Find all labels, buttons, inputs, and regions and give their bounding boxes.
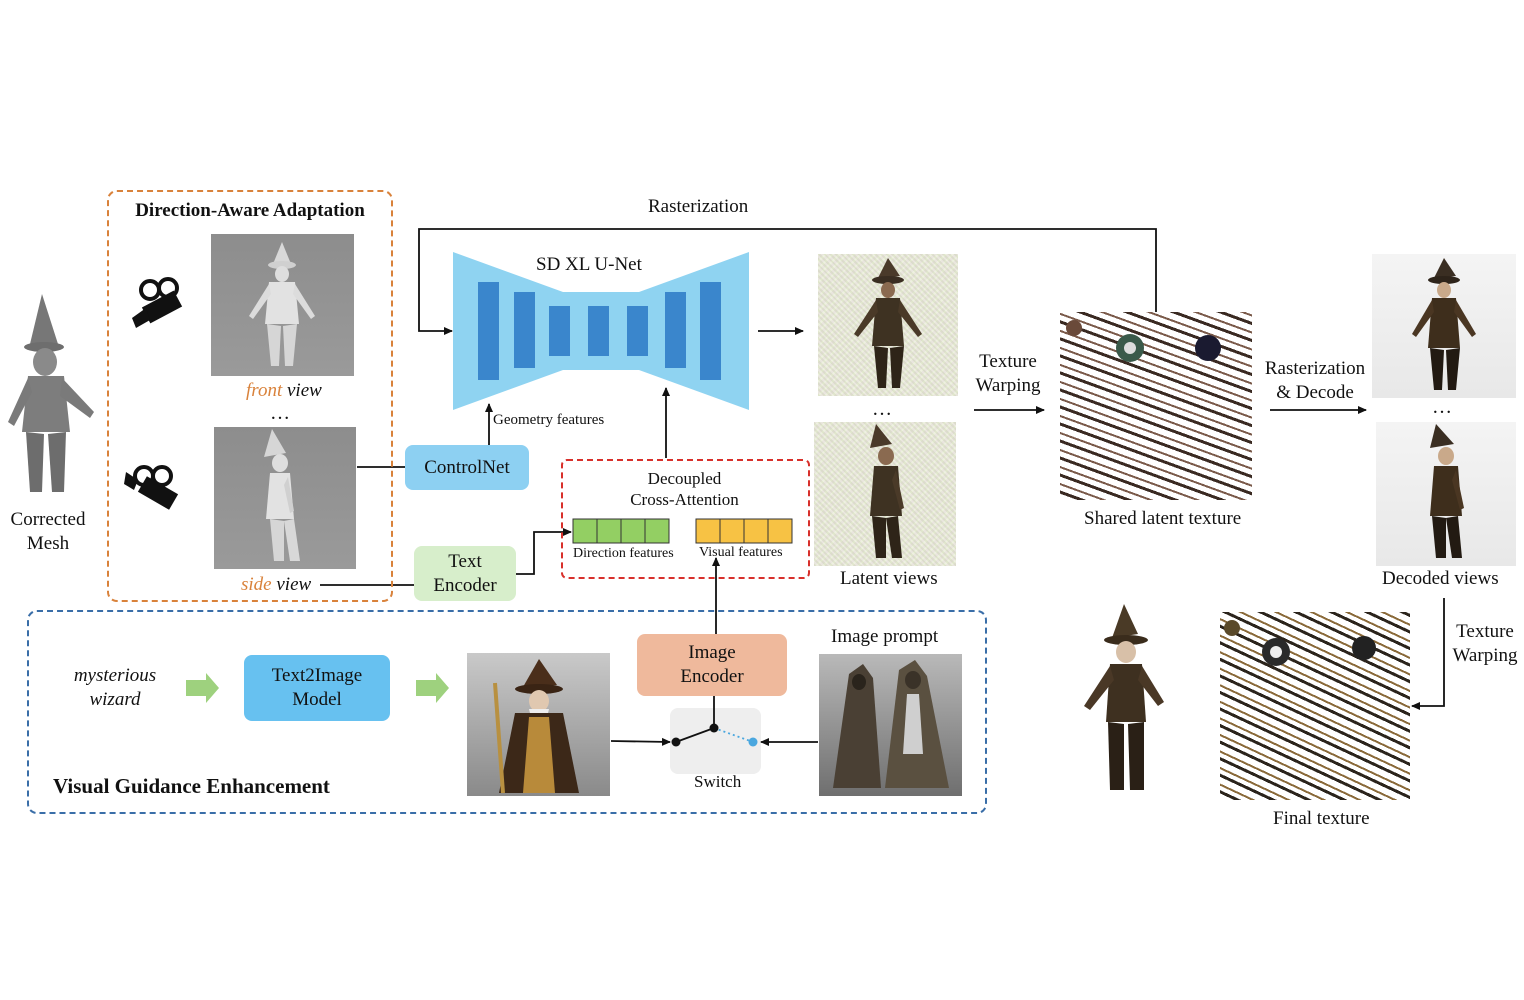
geometry-features-label: Geometry features — [493, 412, 605, 428]
text-encoder-label: Text Encoder — [433, 550, 497, 596]
rasterization-top-label: Rasterization — [648, 196, 749, 217]
latent-view-side — [814, 422, 956, 566]
sdxl-unet — [453, 252, 749, 410]
side-depth-image — [214, 427, 356, 569]
controlnet-label: ControlNet — [424, 456, 510, 478]
view-word: view — [282, 380, 322, 401]
visual-features-label: Visual features — [699, 545, 783, 560]
decoded-view-front — [1372, 254, 1516, 398]
view-word-2: view — [271, 574, 312, 595]
texture-warping-label-2: Texture Warping — [1452, 621, 1518, 666]
corrected-mesh-label: Corrected Mesh — [10, 509, 86, 554]
side-view-label: side view — [241, 574, 311, 596]
latent-views-label: Latent views — [840, 568, 938, 589]
image-to-switch-arrow — [610, 737, 671, 746]
switch-right-node — [748, 737, 758, 747]
rasterization-decode-label: Rasterization & Decode — [1264, 358, 1366, 403]
text2image-model-label: Text2Image Model — [271, 665, 363, 710]
camera-front-icon — [132, 277, 183, 328]
decoupled-cross-attention-box — [561, 459, 810, 579]
switch-dotted — [713, 727, 754, 743]
vge-title: Visual Guidance Enhancement — [53, 774, 330, 798]
daa-title: Direction-Aware Adaptation — [135, 200, 365, 221]
mysterious-wizard-label: mysterious wizard — [73, 665, 157, 710]
front-depth-image — [211, 234, 354, 376]
ellipsis-latent: … — [872, 398, 892, 420]
unet-title: SD XL U-Net — [536, 254, 642, 275]
switch-label: Switch — [694, 772, 742, 791]
text2image-model-box: Text2Image Model — [244, 655, 390, 721]
ellipsis-decoded: … — [1432, 396, 1452, 418]
visual-feature-cells — [695, 518, 793, 544]
switch-left-node — [671, 737, 681, 747]
front-view-label: front view — [246, 380, 322, 402]
decoded-to-final-arrow — [1411, 598, 1445, 710]
direction-aware-adaptation-panel — [107, 190, 393, 602]
side-word: side — [241, 574, 272, 595]
image-prompt-label: Image prompt — [831, 626, 939, 647]
image-encoder-box: Image Encoder — [637, 634, 787, 696]
corrected-mesh-figure — [8, 294, 94, 492]
text-encoder-box: Text Encoder — [414, 546, 516, 601]
camera-side-icon — [124, 465, 179, 510]
latent-view-front — [818, 254, 958, 396]
rasterization-loop-line — [418, 228, 1157, 335]
decoded-views-label: Decoded views — [1382, 568, 1499, 589]
direction-features-label: Direction features — [573, 546, 674, 561]
direction-feature-cells — [572, 518, 670, 544]
decoded-view-side — [1376, 422, 1516, 566]
final-textured-character — [1084, 604, 1164, 790]
final-texture-label: Final texture — [1273, 808, 1370, 829]
final-texture-image — [1220, 612, 1410, 800]
green-arrow-1 — [186, 673, 219, 703]
switch-pivot — [709, 723, 719, 733]
image-encoder-label: Image Encoder — [680, 642, 744, 687]
shared-latent-texture-image — [1060, 312, 1252, 500]
generated-wizard-image — [467, 653, 610, 796]
image-prompt-image — [819, 654, 962, 796]
front-word: front — [246, 380, 283, 401]
green-arrow-2 — [416, 673, 449, 703]
visual-guidance-enhancement-panel — [27, 610, 987, 814]
controlnet-box: ControlNet — [405, 445, 529, 490]
switch-lever — [675, 727, 715, 743]
decoupled-cross-attention-label: Decoupled Cross-Attention — [630, 469, 739, 509]
texture-warping-label-1: Texture Warping — [975, 351, 1041, 396]
textencoder-to-direction-arrow — [516, 528, 572, 575]
ellipsis-daa: … — [270, 402, 290, 424]
shared-latent-texture-label: Shared latent texture — [1084, 508, 1242, 529]
